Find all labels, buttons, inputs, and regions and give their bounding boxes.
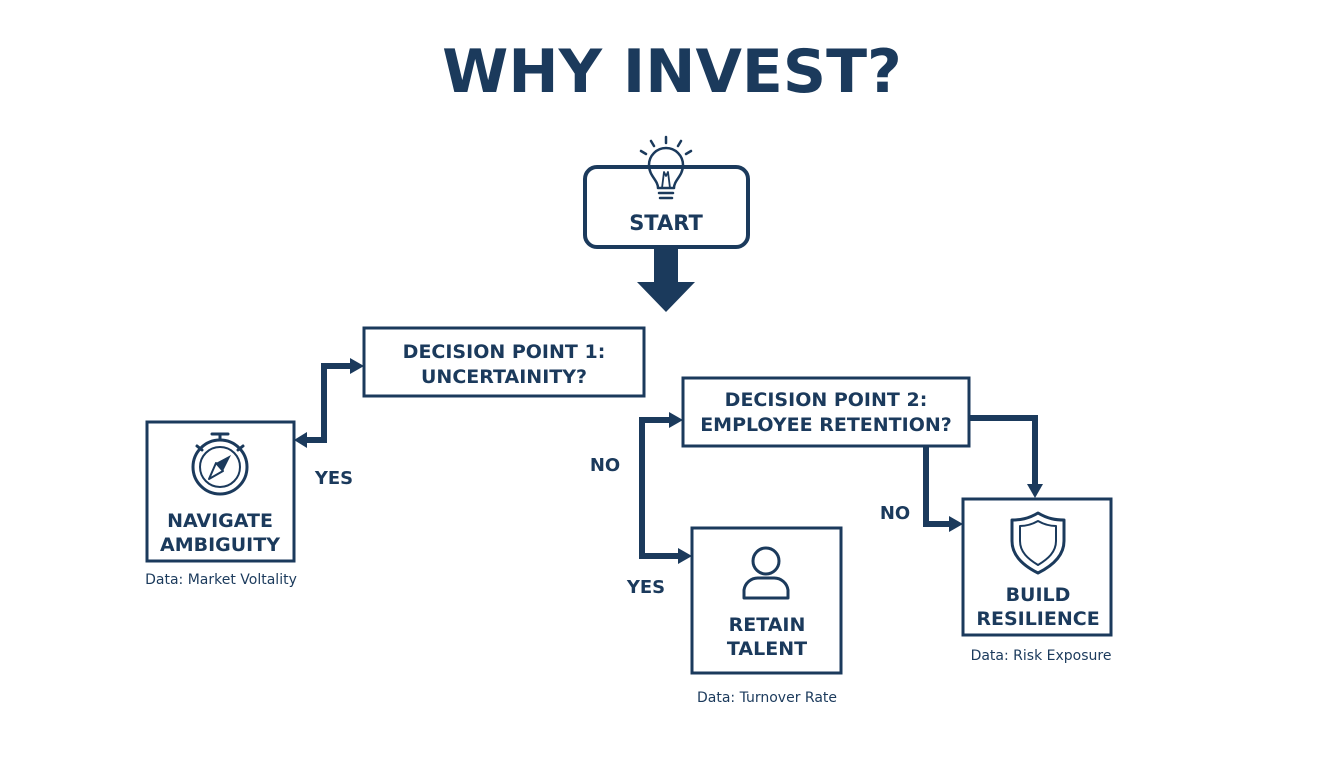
- decision-point-2-line1: DECISION POINT 2:: [725, 389, 928, 411]
- connector-decision1-navigate: [294, 358, 364, 448]
- resilience-caption: Data: Risk Exposure: [971, 648, 1112, 664]
- build-resilience-line1: BUILD: [1006, 584, 1071, 606]
- connector-decision2-resilience-top: [969, 415, 1043, 498]
- navigate-ambiguity-line1: NAVIGATE: [167, 510, 273, 532]
- decision-point-1: DECISION POINT 1: UNCERTAINITY?: [362, 326, 646, 398]
- shield-icon: [1010, 511, 1066, 575]
- navigate-ambiguity-node: NAVIGATE AMBIGUITY: [145, 420, 296, 563]
- connector-decision2-retain: [639, 412, 692, 564]
- diagram-title: WHY INVEST?: [442, 37, 902, 107]
- start-node: START: [583, 135, 750, 249]
- start-label: START: [629, 211, 703, 235]
- build-resilience-node: BUILD RESILIENCE: [961, 497, 1113, 637]
- compass-icon: [191, 432, 249, 496]
- decision2-yes-label: YES: [626, 577, 665, 598]
- retain-talent-node: RETAIN TALENT: [690, 526, 843, 675]
- decision2-no-label-left: NO: [590, 455, 620, 476]
- decision-point-2: DECISION POINT 2: EMPLOYEE RETENTION?: [681, 376, 971, 448]
- retain-caption: Data: Turnover Rate: [697, 690, 837, 706]
- decision2-no-label-right: NO: [880, 503, 910, 524]
- decision-point-2-line2: EMPLOYEE RETENTION?: [700, 414, 952, 436]
- retain-talent-line1: RETAIN: [729, 614, 806, 636]
- decision1-yes-label: YES: [314, 468, 353, 489]
- decision-point-1-line1: DECISION POINT 1:: [403, 341, 606, 363]
- start-arrow: [637, 247, 695, 312]
- connector-decision2-resilience-no: [923, 446, 963, 532]
- navigate-ambiguity-line2: AMBIGUITY: [160, 534, 280, 556]
- lightbulb-icon: [639, 135, 693, 200]
- decision-point-1-line2: UNCERTAINITY?: [421, 366, 587, 388]
- build-resilience-line2: RESILIENCE: [976, 608, 1099, 630]
- navigate-caption: Data: Market Voltality: [145, 572, 297, 588]
- person-icon: [742, 546, 790, 600]
- retain-talent-line2: TALENT: [727, 638, 807, 660]
